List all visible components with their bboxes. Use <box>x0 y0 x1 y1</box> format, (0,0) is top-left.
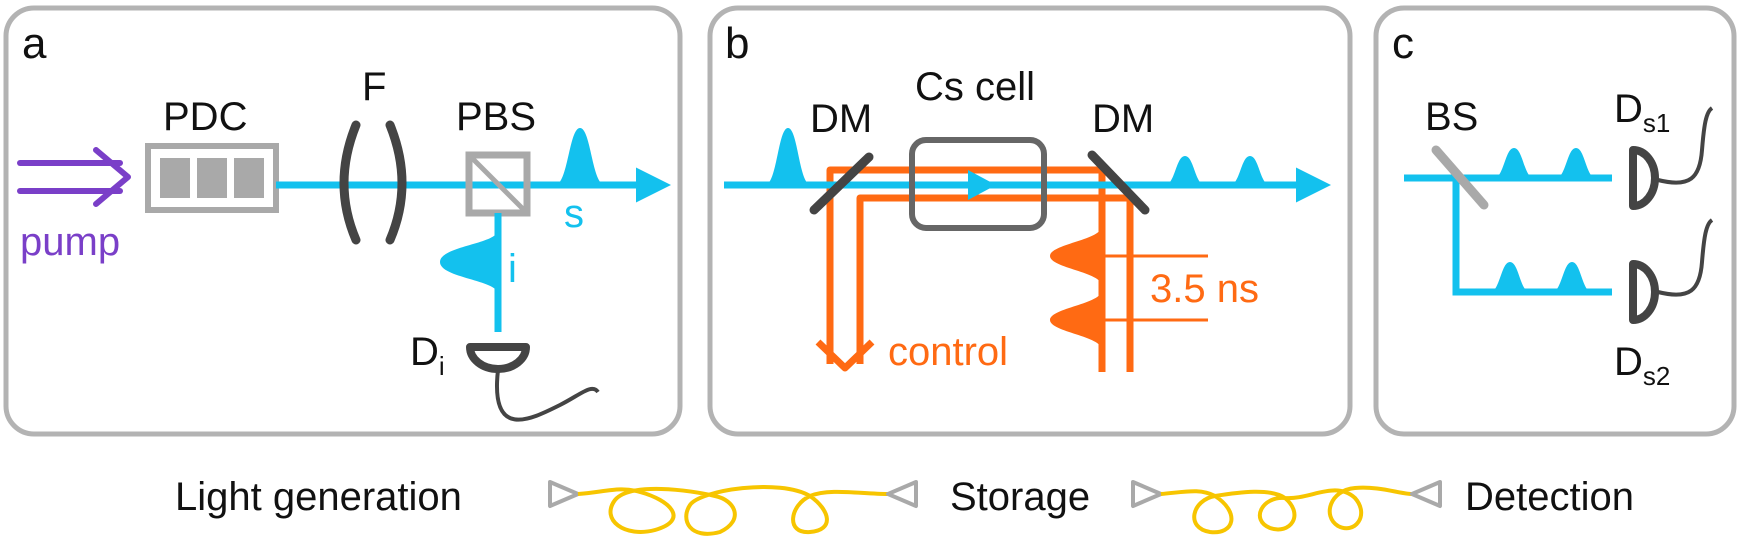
detector-s1-label: Ds1 <box>1614 87 1670 138</box>
panel-a: a pump PDC F PBS s i Di <box>3 5 683 437</box>
control-pulse-1 <box>1050 226 1102 286</box>
signal-pulse-c2 <box>1556 148 1596 178</box>
dm-right-label: DM <box>1092 97 1154 141</box>
filter-mirror-right <box>385 120 407 245</box>
detector-i <box>466 343 530 373</box>
filter-label: F <box>362 65 386 109</box>
control-label: control <box>888 330 1008 374</box>
signal-pulse-c1 <box>1494 148 1534 178</box>
detector-i-cable <box>494 369 600 422</box>
fiber-1-connector-right <box>886 480 918 508</box>
panel-b: b control DM DM Cs cell 3.5 ns <box>707 5 1353 437</box>
pbs-label: PBS <box>456 95 536 139</box>
dm-right-mirror <box>1087 150 1150 215</box>
idler-label: i <box>508 247 517 291</box>
bs-label: BS <box>1425 95 1478 139</box>
signal-label: s <box>564 192 584 236</box>
panel-c: c BS Ds1 Ds2 <box>1373 5 1737 437</box>
fiber-2-connector-left <box>1131 480 1163 508</box>
dm-left-label: DM <box>810 97 872 141</box>
pdc-crystal-2 <box>197 158 227 198</box>
pdc-crystal-1 <box>160 158 190 198</box>
panel-b-frame <box>707 5 1353 437</box>
pdc-label: PDC <box>163 95 247 139</box>
detector-s2-label: Ds2 <box>1614 340 1670 391</box>
stage-storage: Storage <box>950 475 1090 519</box>
detector-s1-cable <box>1657 106 1714 185</box>
signal-pulse-c3 <box>1490 262 1530 292</box>
detector-s2-cable <box>1657 218 1714 297</box>
signal-pulse-c4 <box>1552 262 1592 292</box>
cs-cell-marker <box>968 170 996 200</box>
panel-c-frame <box>1373 5 1737 437</box>
detector-i-label: Di <box>410 330 445 381</box>
signal-pulse-out-2 <box>1230 156 1270 185</box>
stage-light-generation: Light generation <box>175 475 462 519</box>
pump-arrow <box>17 147 131 207</box>
cs-cell-label: Cs cell <box>915 65 1035 109</box>
panel-c-letter: c <box>1392 19 1414 68</box>
cs-cell <box>909 137 1047 231</box>
signal-pulse-a <box>555 128 605 185</box>
pdc-crystal-housing <box>145 143 279 213</box>
panel-b-letter: b <box>725 19 749 68</box>
detector-s1 <box>1629 146 1659 210</box>
idler-pulse <box>440 230 498 294</box>
pdc-crystal-3 <box>234 158 264 198</box>
fiber-2 <box>1160 485 1413 535</box>
signal-pulse-in <box>765 128 811 185</box>
pump-label: pump <box>20 220 120 264</box>
detector-s2 <box>1629 260 1659 324</box>
filter-mirror-left <box>339 120 361 245</box>
signal-pulse-out-1 <box>1165 156 1205 185</box>
fiber-1-connector-left <box>548 480 580 508</box>
control-pulse-2 <box>1050 290 1102 350</box>
beam-splitter <box>1431 145 1489 210</box>
stage-detection: Detection <box>1465 475 1634 519</box>
panel-a-frame <box>3 5 683 437</box>
delay-label: 3.5 ns <box>1150 267 1259 311</box>
panel-a-letter: a <box>22 19 47 68</box>
dm-left-mirror <box>809 152 874 215</box>
fiber-2-connector-right <box>1410 480 1442 508</box>
fiber-1 <box>577 485 889 536</box>
fiber-chain: Light generation Storage Detection <box>175 475 1634 536</box>
pbs-diagonal <box>467 153 529 215</box>
